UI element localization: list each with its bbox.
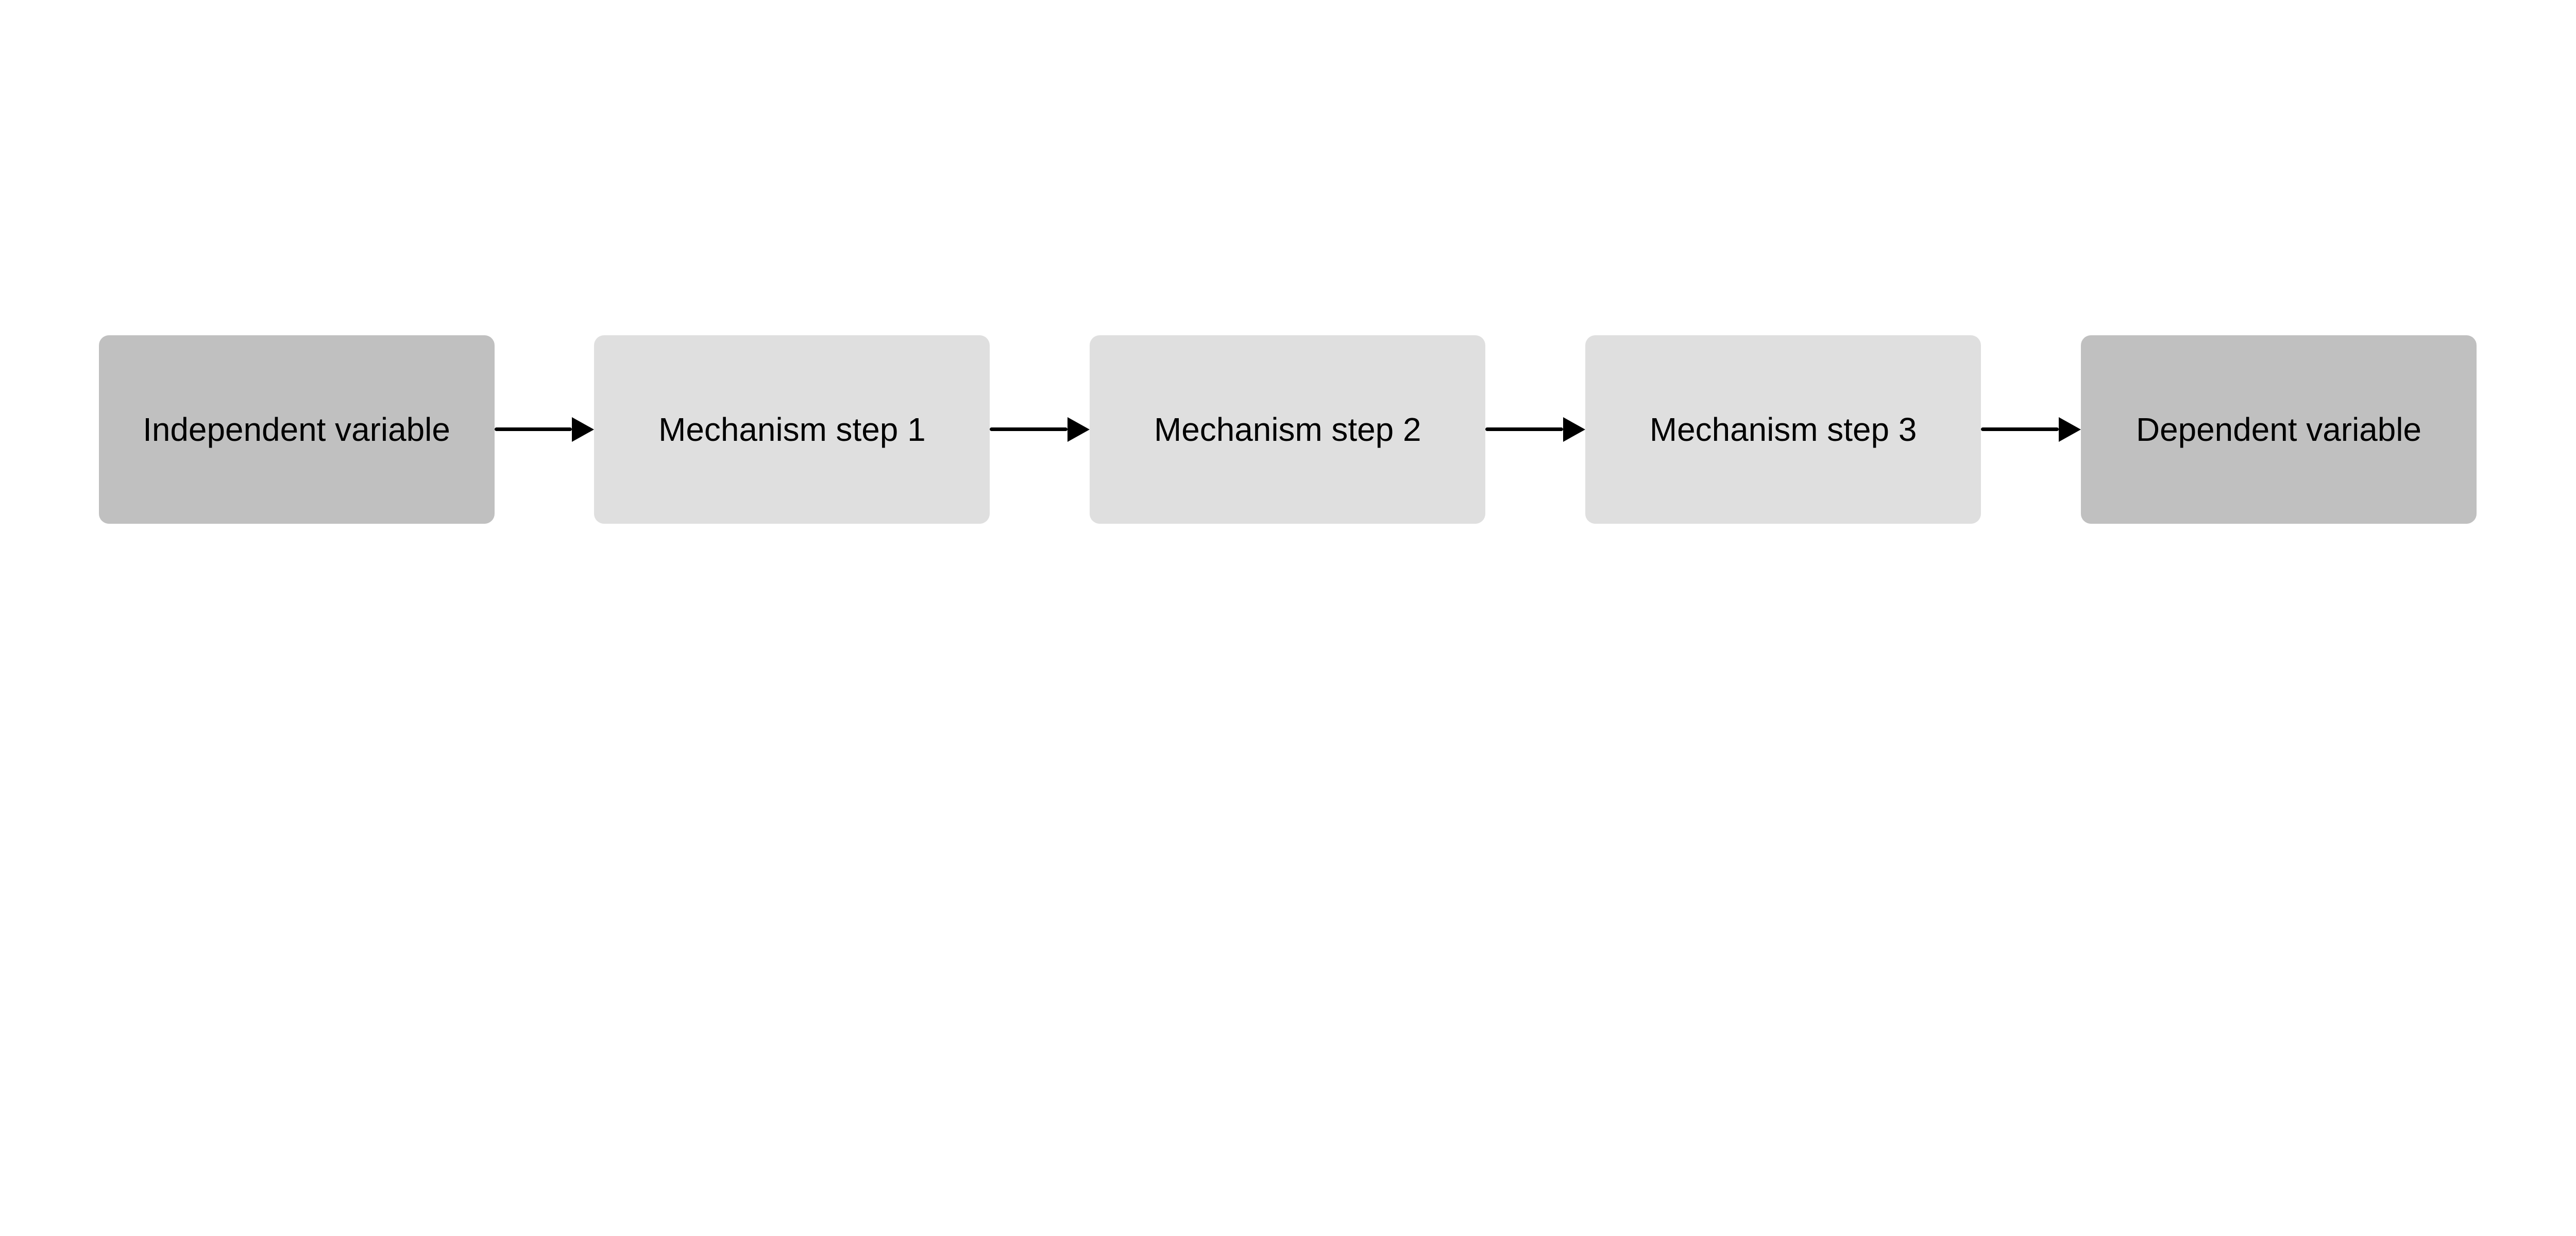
node-mechanism-step-1: Mechanism step 1 xyxy=(594,335,990,524)
node-independent-variable: Independent variable xyxy=(98,335,495,524)
arrow-2 xyxy=(990,335,1090,524)
arrowhead-icon xyxy=(572,417,595,442)
arrow-1 xyxy=(494,335,595,524)
node-label: Mechanism step 2 xyxy=(1154,410,1421,448)
arrowhead-icon xyxy=(1563,417,1586,442)
node-label: Dependent variable xyxy=(2136,410,2422,448)
arrow-3 xyxy=(1485,335,1586,524)
node-label: Mechanism step 3 xyxy=(1649,410,1917,448)
node-label: Mechanism step 1 xyxy=(658,410,926,448)
arrow-shaft xyxy=(1981,427,2059,432)
node-mechanism-step-3: Mechanism step 3 xyxy=(1585,335,1981,524)
node-dependent-variable: Dependent variable xyxy=(2081,335,2477,524)
arrowhead-icon xyxy=(1067,417,1090,442)
arrow-shaft xyxy=(1485,427,1564,432)
flow-diagram: Independent variable Mechanism step 1 Me… xyxy=(98,335,2477,524)
node-label: Independent variable xyxy=(143,410,450,448)
arrow-shaft xyxy=(990,427,1068,432)
node-mechanism-step-2: Mechanism step 2 xyxy=(1090,335,1486,524)
arrowhead-icon xyxy=(2059,417,2081,442)
arrow-shaft xyxy=(494,427,572,432)
arrow-4 xyxy=(1981,335,2081,524)
